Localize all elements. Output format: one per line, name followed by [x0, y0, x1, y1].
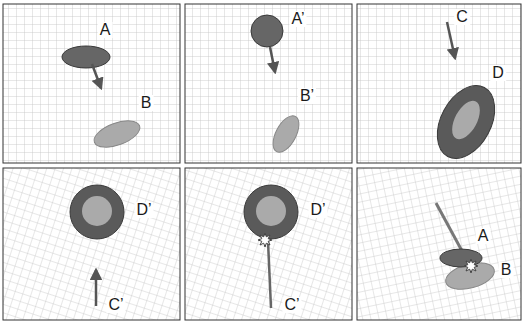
grid-panel: [3, 4, 180, 163]
light-ellipse: [91, 115, 144, 152]
dark-circle: [70, 185, 124, 239]
part-label: C’: [106, 297, 125, 313]
part-label: C’: [282, 297, 301, 313]
grid-panel: [3, 168, 180, 320]
part-label: A: [98, 22, 113, 38]
light-core: [446, 96, 485, 143]
grid-panel: [185, 4, 352, 163]
part-label: A’: [289, 11, 306, 27]
dark-ellipse: [440, 249, 482, 267]
part-label: D: [490, 65, 506, 81]
motion-arrow: [95, 270, 98, 306]
light-core: [82, 196, 112, 226]
grid-panel: [357, 168, 521, 320]
part-label: A: [476, 228, 491, 244]
part-label: C: [454, 9, 470, 25]
motion-arrow: [270, 47, 275, 72]
part-label: B: [139, 95, 154, 111]
part-label: D’: [134, 202, 153, 218]
dark-circle: [244, 185, 298, 239]
motion-arrow: [447, 22, 455, 58]
light-core: [256, 196, 286, 226]
dark-ellipse: [62, 46, 110, 68]
impact-burst: [258, 233, 272, 247]
grid-panel: [185, 168, 352, 320]
part-label: B’: [298, 88, 316, 104]
trail-line: [268, 241, 271, 308]
dark-ellipse: [426, 76, 507, 168]
light-ellipse: [268, 112, 304, 157]
part-label: B: [499, 262, 514, 278]
dark-circle: [251, 15, 283, 47]
impact-burst: [464, 259, 478, 273]
motion-arrow: [92, 64, 101, 88]
part-label: D’: [308, 202, 327, 218]
